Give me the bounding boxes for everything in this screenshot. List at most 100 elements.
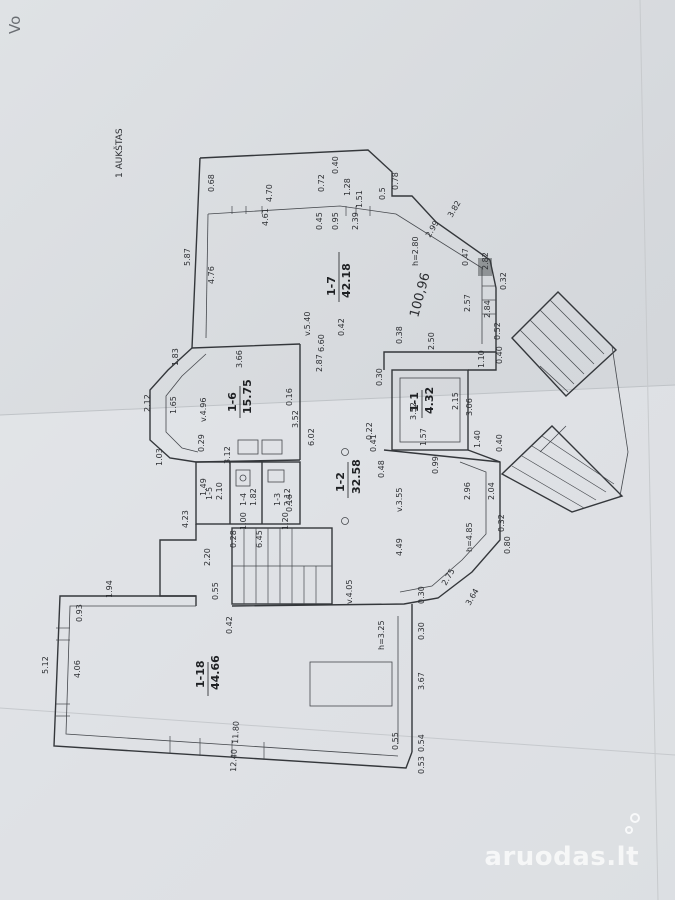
room-1-2-id: 1-2 xyxy=(334,472,347,492)
dim-label: 3.66 xyxy=(235,350,244,368)
dim-label: 2.96 xyxy=(463,482,472,500)
dim-label: 0.99 xyxy=(431,456,440,474)
watermark: aruodas.lt xyxy=(484,842,639,872)
dim-label: 0.28 xyxy=(229,530,238,548)
dim-label: 4.23 xyxy=(181,510,190,528)
dim-label: 0.5 xyxy=(378,187,387,200)
dim-label: 0.30 xyxy=(417,586,426,604)
dim-label: 0.80 xyxy=(503,536,512,554)
dim-label: 0.55 xyxy=(211,582,220,600)
dim-label: 6.45 xyxy=(255,530,264,548)
dim-label: 3.52 xyxy=(291,410,300,428)
room-1-5-id: 1-5 xyxy=(205,487,214,500)
dim-label: 3.52 xyxy=(409,402,418,420)
room-1-1-area: 4.32 xyxy=(423,387,436,414)
floor-label: 1 AUKŠTAS xyxy=(113,128,125,178)
dim-label: 4.70 xyxy=(265,184,274,202)
dim-label: 4.61 xyxy=(261,208,270,226)
room-1-4-id: 1-4 xyxy=(239,493,248,506)
dim-label: 0.40 xyxy=(495,346,504,364)
dim-label: 3.06 xyxy=(465,398,474,416)
dim-label: 5.12 xyxy=(41,656,50,674)
dim-label: 2.57 xyxy=(463,294,472,312)
dim-label: 0.52 xyxy=(493,322,502,340)
dim-label: h=3.25 xyxy=(377,620,386,650)
dim-label: 1.83 xyxy=(171,348,180,366)
dim-label: 0.30 xyxy=(417,622,426,640)
dim-label: 0.95 xyxy=(331,212,340,230)
dim-label: 0.42 xyxy=(337,318,346,336)
dim-label: 1.94 xyxy=(105,580,114,598)
small-rooms-walls xyxy=(195,439,301,525)
room-1-4-area: 1.82 xyxy=(249,488,258,506)
dim-label: 1.40 xyxy=(473,430,482,448)
dim-label: 4.49 xyxy=(395,538,404,556)
dim-label: 1.49 xyxy=(199,478,208,496)
dim-label: 0.48 xyxy=(377,460,386,478)
dim-label: 0.47 xyxy=(461,248,470,266)
room-1-7-walls xyxy=(191,149,497,353)
room-1-7-id: 1-7 xyxy=(325,276,338,296)
dim-label: 0.16 xyxy=(285,388,294,406)
dim-label: v.3.55 xyxy=(395,488,404,512)
dim-label: 0.22 xyxy=(365,422,374,440)
dim-label: 0.42 xyxy=(225,616,234,634)
dim-label: 0.16 xyxy=(285,494,294,512)
dim-label: 0.68 xyxy=(207,174,216,192)
room-1-18-walls xyxy=(53,595,413,769)
dim-label: 0.32 xyxy=(497,514,506,532)
dim-label: v.5.40 xyxy=(303,312,312,336)
dim-label: 0.93 xyxy=(75,604,84,622)
dim-label: 0.38 xyxy=(395,326,404,344)
dim-label: h=4.85 xyxy=(465,522,474,552)
room-1-2-area: 32.58 xyxy=(350,459,363,494)
dim-label: 0.53 xyxy=(417,756,426,774)
dim-label: h=2.80 xyxy=(411,236,420,266)
room-1-18-area: 44.66 xyxy=(209,655,222,690)
dim-label: 4.06 xyxy=(73,660,82,678)
dim-label: 2.04 xyxy=(487,482,496,500)
dim-label: 2.75 xyxy=(440,567,457,587)
dim-label: 3.67 xyxy=(417,672,426,690)
dimension-labels: 0.68 4.70 0.40 0.72 1.28 1.51 0.78 0.5 4… xyxy=(41,156,512,774)
dim-label: 0.78 xyxy=(391,172,400,190)
dim-label: 0.45 xyxy=(315,212,324,230)
dim-label: 0.40 xyxy=(495,434,504,452)
dim-label: 11.80 xyxy=(231,721,241,744)
staircase xyxy=(159,524,333,606)
room-1-6-area: 15.75 xyxy=(241,379,254,414)
dim-label: 0.30 xyxy=(375,368,384,386)
dim-label: 0.29 xyxy=(197,434,206,452)
dim-label: 2.82 xyxy=(481,252,490,270)
dim-label: 0.41 xyxy=(369,434,378,452)
dim-label: 2.99 xyxy=(424,219,441,239)
dim-label: 6.02 xyxy=(307,428,316,446)
dim-label: 1.10 xyxy=(477,350,486,368)
dim-label: 0.54 xyxy=(417,734,426,752)
dim-label: 3.82 xyxy=(446,199,463,219)
room-1-5-area: 2.10 xyxy=(215,482,224,500)
dim-label: 0.40 xyxy=(331,156,340,174)
dim-label: 1.57 xyxy=(419,428,428,446)
dim-label: 2.12 xyxy=(143,394,152,412)
dim-label: 2.39 xyxy=(351,212,360,230)
dim-label: 5.87 xyxy=(183,248,192,266)
exterior-stairs xyxy=(500,291,629,513)
dim-label: 0.55 xyxy=(391,732,400,750)
dim-label: 1.03 xyxy=(155,448,164,466)
dim-label: v.4.96 xyxy=(199,398,208,422)
central-walls xyxy=(149,344,501,607)
dim-label: 0.72 xyxy=(317,174,326,192)
dim-label: 2.50 xyxy=(427,332,436,350)
dim-label: 1.51 xyxy=(355,190,364,208)
dim-label: 2.84 xyxy=(483,300,492,318)
dim-label: 1.65 xyxy=(169,396,178,414)
watermark-logo-icon xyxy=(625,813,640,834)
dim-label: 0.32 xyxy=(499,272,508,290)
dim-label: 6.60 xyxy=(317,334,326,352)
dim-label: 12.40 xyxy=(229,749,239,772)
room-1-1-id: 1-1 xyxy=(408,392,421,412)
room-1-7-area: 42.18 xyxy=(340,263,353,298)
dim-label: 2.20 xyxy=(203,548,212,566)
dim-label: 3.64 xyxy=(464,587,481,607)
